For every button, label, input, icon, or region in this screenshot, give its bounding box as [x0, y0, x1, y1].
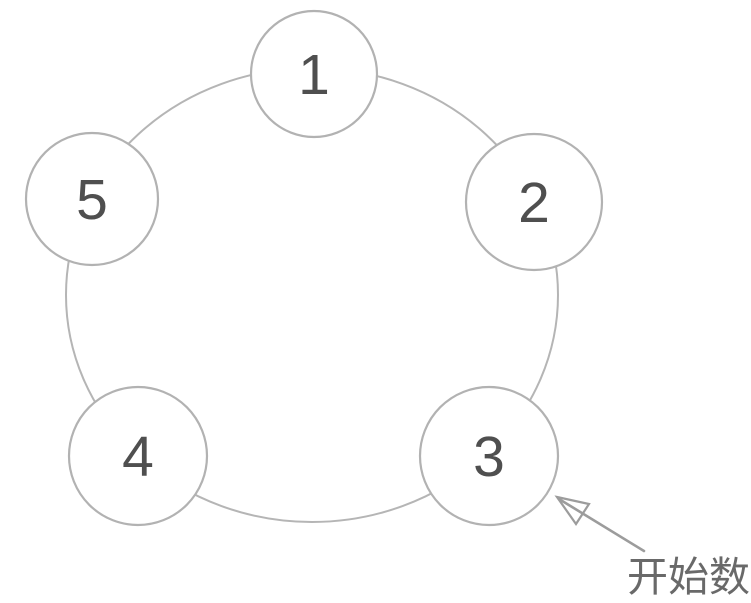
node-3-circle	[418, 385, 560, 527]
node-4: 4	[67, 385, 209, 527]
node-3: 3	[418, 385, 560, 527]
node-4-circle	[67, 385, 209, 527]
node-1-label: 1	[298, 43, 330, 107]
node-5: 5	[24, 131, 160, 267]
node-3-label: 3	[473, 425, 505, 489]
node-2-circle	[464, 132, 604, 272]
node-1-circle	[249, 9, 379, 139]
annotation-label: 开始数	[627, 554, 750, 600]
node-2: 2	[464, 132, 604, 272]
node-5-label: 5	[76, 168, 108, 232]
node-1: 1	[249, 9, 379, 139]
arrow-shaft	[557, 497, 646, 553]
node-4-label: 4	[122, 425, 154, 489]
annotation-arrow	[554, 495, 646, 553]
node-2-label: 2	[518, 171, 550, 235]
node-5-circle	[24, 131, 160, 267]
